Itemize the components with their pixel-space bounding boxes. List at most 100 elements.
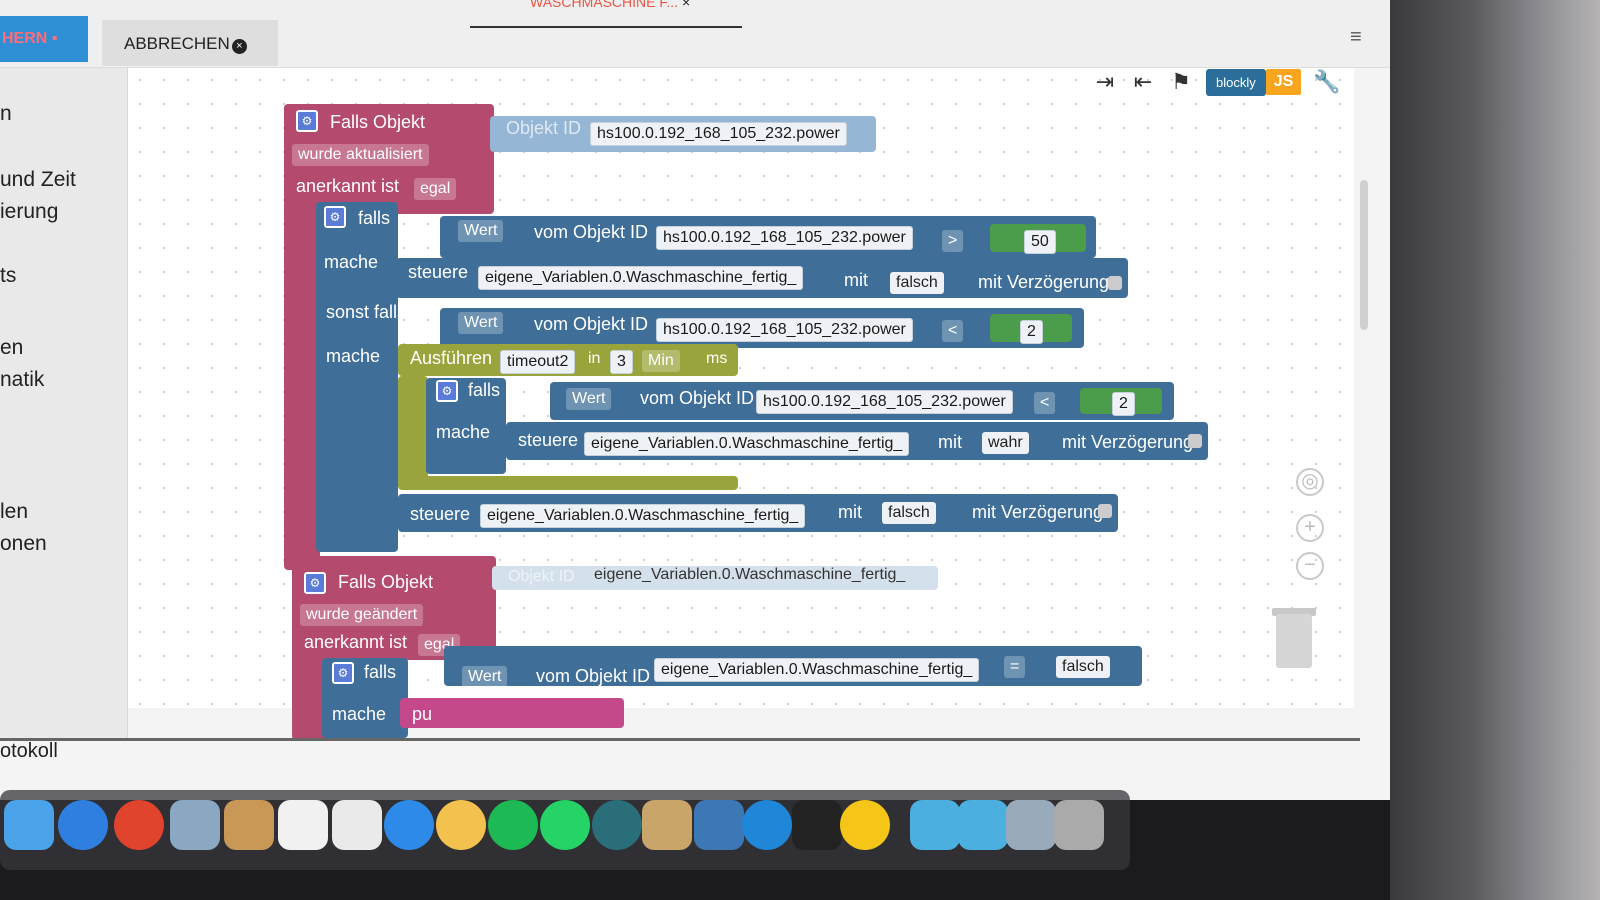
anerkannt-dropdown[interactable]: egal (414, 178, 457, 200)
whatsapp-icon[interactable] (540, 800, 590, 850)
objekt-id-field[interactable]: hs100.0.192_168_105_232.power (656, 318, 913, 342)
delay-checkbox[interactable] (1108, 276, 1122, 290)
value-dropdown[interactable]: falsch (1056, 656, 1110, 678)
cancel-button[interactable]: ABBRECHEN× (102, 20, 278, 66)
objekt-id-label: Objekt ID (506, 118, 582, 138)
spotify-icon[interactable] (488, 800, 538, 850)
block-label: anerkannt ist (296, 176, 400, 196)
tab-close-icon[interactable]: × (681, 0, 691, 10)
teamviewer-icon[interactable] (742, 800, 792, 850)
wert-dropdown[interactable]: Wert (458, 220, 504, 242)
variable-field[interactable]: eigene_Variablen.0.Waschmaschine_fertig_ (584, 432, 910, 456)
timeout-block-spine (398, 376, 428, 486)
block-label: mache (324, 252, 379, 272)
value-dropdown[interactable]: falsch (890, 272, 944, 294)
reminders-icon[interactable] (332, 800, 382, 850)
text-value-field[interactable]: 2 (1112, 392, 1135, 416)
text-value-field[interactable]: 50 (1024, 230, 1056, 254)
operator-dropdown[interactable]: > (942, 230, 964, 252)
operator-dropdown[interactable]: < (1034, 392, 1056, 414)
operator-dropdown[interactable]: < (942, 320, 964, 342)
delay-checkbox[interactable] (1188, 434, 1202, 448)
time-field[interactable]: 3 (610, 350, 633, 374)
wert-dropdown[interactable]: Wert (462, 666, 508, 688)
objekt-id-field[interactable]: eigene_Variablen.0.Waschmaschine_fertig_ (594, 566, 906, 583)
gear-icon[interactable]: ⚙ (324, 206, 346, 228)
monitor-bezel (1390, 0, 1600, 900)
zoom-reset-icon[interactable]: ◎ (1296, 468, 1324, 496)
notes-icon[interactable] (224, 800, 274, 850)
time-machine-icon[interactable] (592, 800, 642, 850)
gear-icon[interactable]: ⚙ (332, 662, 354, 684)
gear-icon[interactable]: ⚙ (296, 110, 318, 132)
wert-dropdown[interactable]: Wert (458, 312, 504, 334)
calendar-icon[interactable] (278, 800, 328, 850)
tab-title[interactable]: WASCHMASCHINE F... × (470, 0, 742, 28)
gear-icon[interactable]: ⚙ (436, 380, 458, 402)
zoom-out-icon[interactable]: − (1296, 552, 1324, 580)
archive-utility-icon[interactable] (642, 800, 692, 850)
folder-icon[interactable] (958, 800, 1008, 850)
block-label: falls (358, 208, 391, 228)
blockly-mode-button[interactable]: blockly (1206, 68, 1266, 96)
trigger-dropdown[interactable]: wurde geändert (300, 604, 424, 626)
import-icon[interactable]: ⇤ (1133, 69, 1153, 94)
python-icon[interactable] (694, 800, 744, 850)
timeout-name-field[interactable]: timeout2 (500, 350, 576, 374)
photos-icon[interactable] (436, 800, 486, 850)
sidebar-item[interactable]: onen (0, 532, 47, 555)
block-label: falls (364, 662, 397, 682)
event-block-header[interactable] (292, 556, 496, 660)
sidebar-item[interactable]: und Zeit (0, 168, 76, 191)
log-tab[interactable]: otokoll (0, 740, 58, 762)
sidebar-item[interactable]: len (0, 500, 29, 523)
downloads-icon[interactable] (1006, 800, 1056, 850)
sidebar-item[interactable]: n (0, 102, 12, 125)
text-value-field[interactable]: 2 (1020, 320, 1043, 344)
block-label: mit Verzögerung (972, 502, 1104, 522)
pushover-block[interactable] (400, 698, 624, 728)
sidebar-item[interactable]: natik (0, 368, 45, 391)
event-block-header[interactable] (284, 104, 494, 214)
gear-icon[interactable]: ⚙ (304, 572, 326, 594)
folder-icon[interactable] (910, 800, 960, 850)
app-store-icon[interactable] (58, 800, 108, 850)
js-mode-button[interactable]: JS (1265, 69, 1302, 95)
block-label: mache (326, 346, 381, 366)
objekt-id-field[interactable]: hs100.0.192_168_105_232.power (756, 390, 1013, 414)
value-dropdown[interactable]: falsch (882, 502, 936, 524)
vertical-scrollbar[interactable] (1360, 180, 1368, 330)
value-dropdown[interactable]: wahr (982, 432, 1029, 454)
zoom-in-icon[interactable]: + (1296, 514, 1324, 542)
objekt-id-field[interactable]: eigene_Variablen.0.Waschmaschine_fertig_ (654, 658, 980, 682)
operator-dropdown[interactable]: = (1004, 656, 1026, 678)
wert-dropdown[interactable]: Wert (566, 388, 612, 410)
safari-icon[interactable] (384, 800, 434, 850)
delay-checkbox[interactable] (1098, 504, 1112, 518)
finder-icon[interactable] (4, 800, 54, 850)
block-label: Falls Objekt (338, 572, 434, 592)
sidebar-item[interactable]: en (0, 336, 24, 359)
variable-field[interactable]: eigene_Variablen.0.Waschmaschine_fertig_ (478, 266, 804, 290)
trash-icon[interactable] (1276, 614, 1312, 668)
objekt-id-field[interactable]: hs100.0.192_168_105_232.power (590, 122, 847, 146)
export-icon[interactable]: ⇥ (1095, 69, 1115, 94)
flag-icon[interactable]: ⚑ (1171, 69, 1191, 94)
objekt-id-block[interactable] (492, 566, 938, 590)
variable-field[interactable]: eigene_Variablen.0.Waschmaschine_fertig_ (480, 504, 806, 528)
screen-sharing-icon[interactable] (114, 800, 164, 850)
cyberduck-icon[interactable] (840, 800, 890, 850)
terminal-icon[interactable] (792, 800, 842, 850)
trash-dock-icon[interactable] (1054, 800, 1104, 850)
preview-icon[interactable] (170, 800, 220, 850)
hamburger-menu-icon[interactable]: ≡ (1350, 26, 1362, 48)
if-block[interactable] (316, 202, 398, 552)
sidebar-item[interactable]: ts (0, 264, 17, 287)
block-label: Ausführen (410, 348, 493, 368)
unit-dropdown[interactable]: Min (642, 350, 680, 372)
objekt-id-field[interactable]: hs100.0.192_168_105_232.power (656, 226, 913, 250)
save-button[interactable]: HERN ▪ (0, 16, 88, 62)
wrench-icon[interactable]: 🔧 (1313, 69, 1341, 94)
trigger-dropdown[interactable]: wurde aktualisiert (292, 144, 429, 166)
sidebar-item[interactable]: ierung (0, 200, 59, 223)
